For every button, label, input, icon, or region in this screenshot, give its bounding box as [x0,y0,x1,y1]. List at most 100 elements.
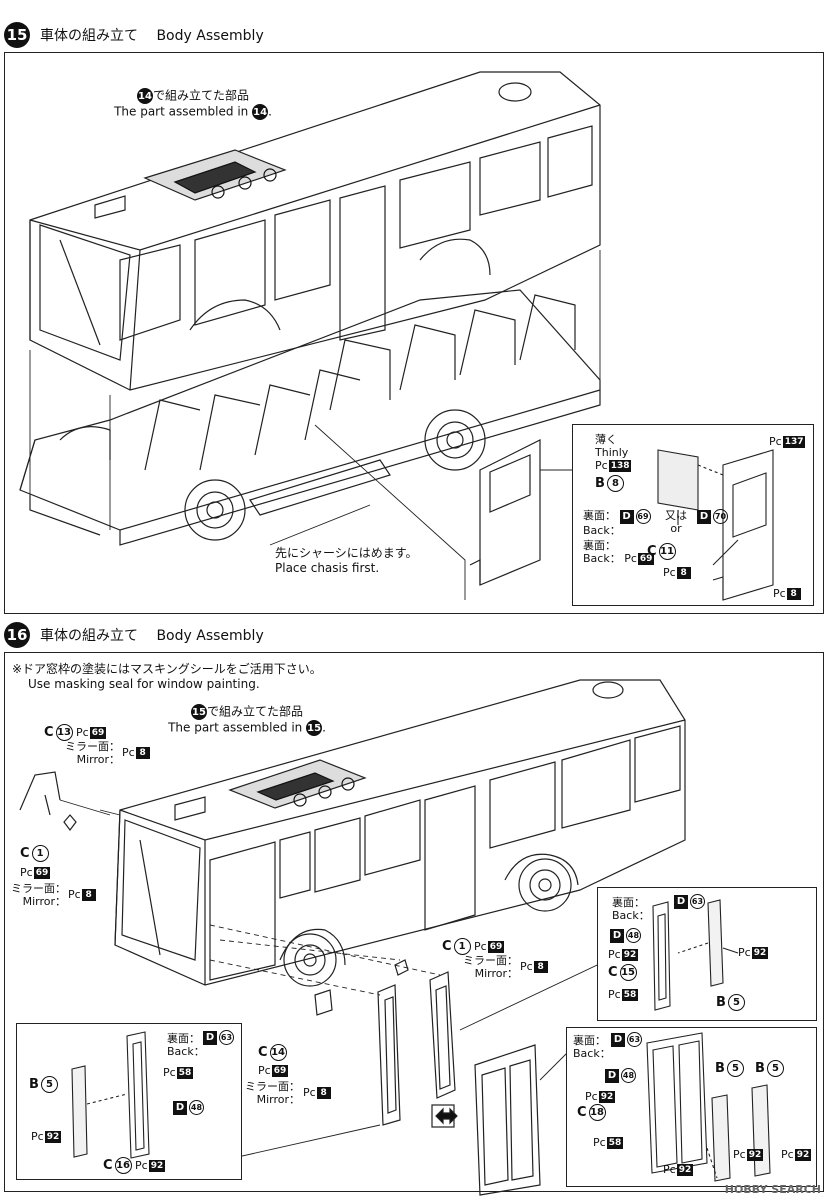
d-letter: D [611,1032,625,1047]
front-door-drawing [652,899,739,1011]
step-number-badge: 15 [4,22,30,48]
pc-text: Pc [520,960,533,973]
part-letter: C [103,1158,113,1173]
mirror-label-d: ミラー面： Mirror： [238,1080,300,1106]
step-title-en: Body Assembly [156,28,264,44]
mirror-jp: ミラー面： [463,954,518,967]
pc-number: 69 [487,940,505,953]
mirror-jp: ミラー面： [11,882,66,895]
pc-text: Pc [76,726,89,739]
part-number: 15 [619,964,637,981]
ref-step-badge-en: 15 [306,720,323,736]
back-d63-b: 裏面： Back： [167,1032,205,1058]
part-letter: C [44,725,54,740]
watermark: HOBBY SEARCH [724,1183,821,1196]
mirror-en: Mirror： [256,1093,300,1106]
pc-text: Pc [781,1148,794,1161]
d-letter: D [610,928,624,943]
part-number: 5 [766,1060,784,1077]
mirror-en: Mirror： [474,967,518,980]
pc-number: 69 [637,552,655,565]
pc-number: 92 [621,948,639,961]
part-letter: C [577,1105,587,1120]
masking-note-jp: ※ドア窓枠の塗装にはマスキングシールをご活用下さい。 [12,662,322,676]
mirror-label-a: ミラー面： Mirror： [54,740,120,766]
d-number: 69 [635,509,651,524]
back-en: Back： [583,524,621,537]
part-number: 1 [453,938,471,955]
part-letter: C [647,544,657,559]
step-15-header: 15 車体の組み立て Body Assembly [4,20,264,50]
pc-number: 92 [44,1130,62,1143]
part-letter: B [595,476,605,491]
part-number: 16 [114,1157,132,1174]
pc-text: Pc [593,1136,606,1149]
back-jp: 裏面： [167,1032,200,1045]
thinly-label: 薄く Thinly [595,433,628,459]
mirror-en: Mirror： [22,895,66,908]
step-16-frame [4,652,824,1192]
mirror-jp: ミラー面： [245,1080,300,1093]
part-letter: C [442,939,452,954]
step-title-en: Body Assembly [156,628,264,644]
pc-number: 58 [606,1136,624,1149]
rear-door-drawing-left [71,1031,150,1159]
part-letter: B [29,1077,39,1092]
masking-note-en: Use masking seal for window painting. [28,677,260,691]
pc-text: Pc [585,1090,598,1103]
pc-number: 92 [746,1148,764,1161]
d-number: 70 [713,509,728,524]
pc-number: 58 [621,988,639,1001]
back-en: Back： [573,1047,611,1060]
pc-text: Pc [663,566,676,579]
pc-text: Pc [474,940,487,953]
back-en: Back： [612,909,650,922]
back-jp: 裏面： [583,539,616,552]
pc-text: Pc [738,946,751,959]
back-jp: 裏面： [612,896,645,909]
back-d63-a: 裏面： Back： [612,896,650,922]
part-number: 1 [31,845,49,862]
pc-number: 92 [751,946,769,959]
ref-step-badge-en: 14 [252,104,269,120]
mirror-jp: ミラー面： [65,740,120,753]
pc-number: 8 [81,888,96,901]
pc-text: Pc [733,1148,746,1161]
part-number: 14 [269,1044,287,1061]
pc-number: 138 [608,459,632,472]
step-number-badge: 16 [4,622,30,648]
pc-number: 8 [316,1086,331,1099]
pc-text: Pc [163,1066,176,1079]
pc-text: Pc [624,552,637,565]
ref-step-badge: 15 [190,704,207,720]
mirror-en: Mirror： [76,753,120,766]
pc-number: 69 [89,726,107,739]
pc-text: Pc [31,1130,44,1143]
pc-number: 92 [794,1148,812,1161]
part-letter: B [755,1061,765,1076]
pc-text: Pc [135,1159,148,1172]
pc-text: Pc [769,435,782,448]
ref-note-en: The part assembled in [168,720,303,735]
chassis-note-en: Place chasis first. [275,561,380,575]
part-number: 5 [726,1060,744,1077]
